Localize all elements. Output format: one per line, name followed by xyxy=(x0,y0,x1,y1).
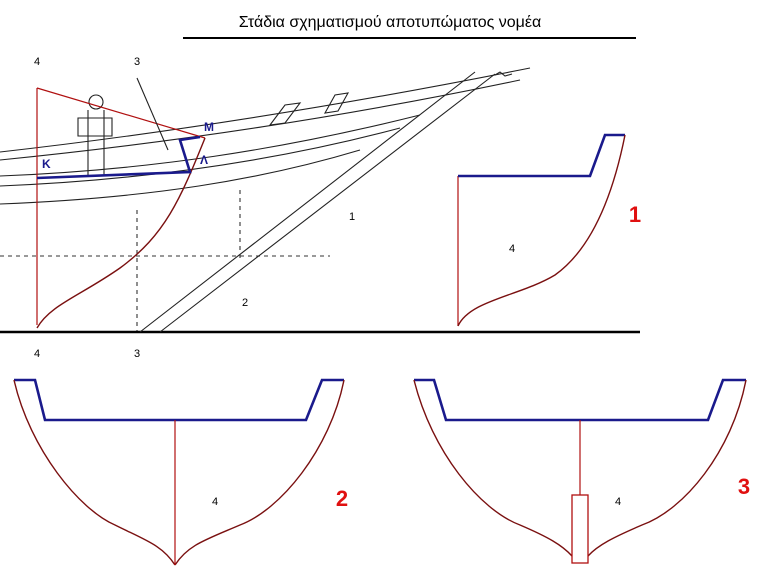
point-k: Κ xyxy=(42,157,51,171)
bow-timber xyxy=(139,71,496,333)
top-label-3: 3 xyxy=(134,56,140,68)
diagram-title: Στάδια σχηματισμού αποτυπώματος νομέα xyxy=(239,14,542,31)
stem-head xyxy=(494,71,513,77)
stage-1-section-label: 4 xyxy=(509,243,515,255)
stage-3-hull-left xyxy=(413,379,573,557)
stage-1-hull-curve xyxy=(457,134,626,327)
bottom-label-4: 4 xyxy=(34,348,40,360)
stage-2-hull-left xyxy=(13,379,176,566)
deck-hatch-2 xyxy=(323,92,350,114)
point-l: Λ xyxy=(200,153,208,167)
stage-3-keel-block xyxy=(571,494,589,564)
stage-2-deck-line xyxy=(14,378,344,422)
stage-2-section: 4 2 xyxy=(13,378,348,566)
side-view: 4 3 4 3 Μ Κ Λ 1 2 xyxy=(0,56,640,360)
frame-curve-side xyxy=(36,137,206,329)
construction-diagonal xyxy=(36,87,206,139)
deck-hatch-1 xyxy=(268,102,302,126)
stage-1-section: 4 1 xyxy=(457,133,641,327)
bitt-head xyxy=(88,94,104,110)
sheer-line-3 xyxy=(0,114,421,177)
bottom-label-3: 3 xyxy=(134,348,140,360)
part-label-1: 1 xyxy=(349,211,355,223)
top-label-4: 4 xyxy=(34,56,40,68)
stage-2-section-label: 4 xyxy=(212,496,218,508)
stage-3-section: 4 3 xyxy=(413,378,750,564)
sheer-line-upper xyxy=(0,67,531,153)
stage-1-number: 1 xyxy=(629,202,641,227)
stage-3-deck-line xyxy=(414,378,746,422)
sheer-line-4 xyxy=(0,127,401,187)
sheer-line-5 xyxy=(0,149,361,205)
stage-3-number: 3 xyxy=(738,474,750,499)
mooring-bitt xyxy=(77,110,113,176)
stage-1-deck-line xyxy=(458,133,625,178)
stage-3-hull-right xyxy=(587,379,747,557)
stage-3-section-label: 4 xyxy=(615,496,621,508)
construction-klm xyxy=(36,135,201,180)
part-label-2: 2 xyxy=(242,297,248,309)
sheer-line-2 xyxy=(0,79,521,161)
point-m: Μ xyxy=(204,120,214,134)
pointer-3 xyxy=(136,77,169,151)
stage-2-number: 2 xyxy=(336,486,348,511)
stage-2-hull-right xyxy=(174,379,345,566)
